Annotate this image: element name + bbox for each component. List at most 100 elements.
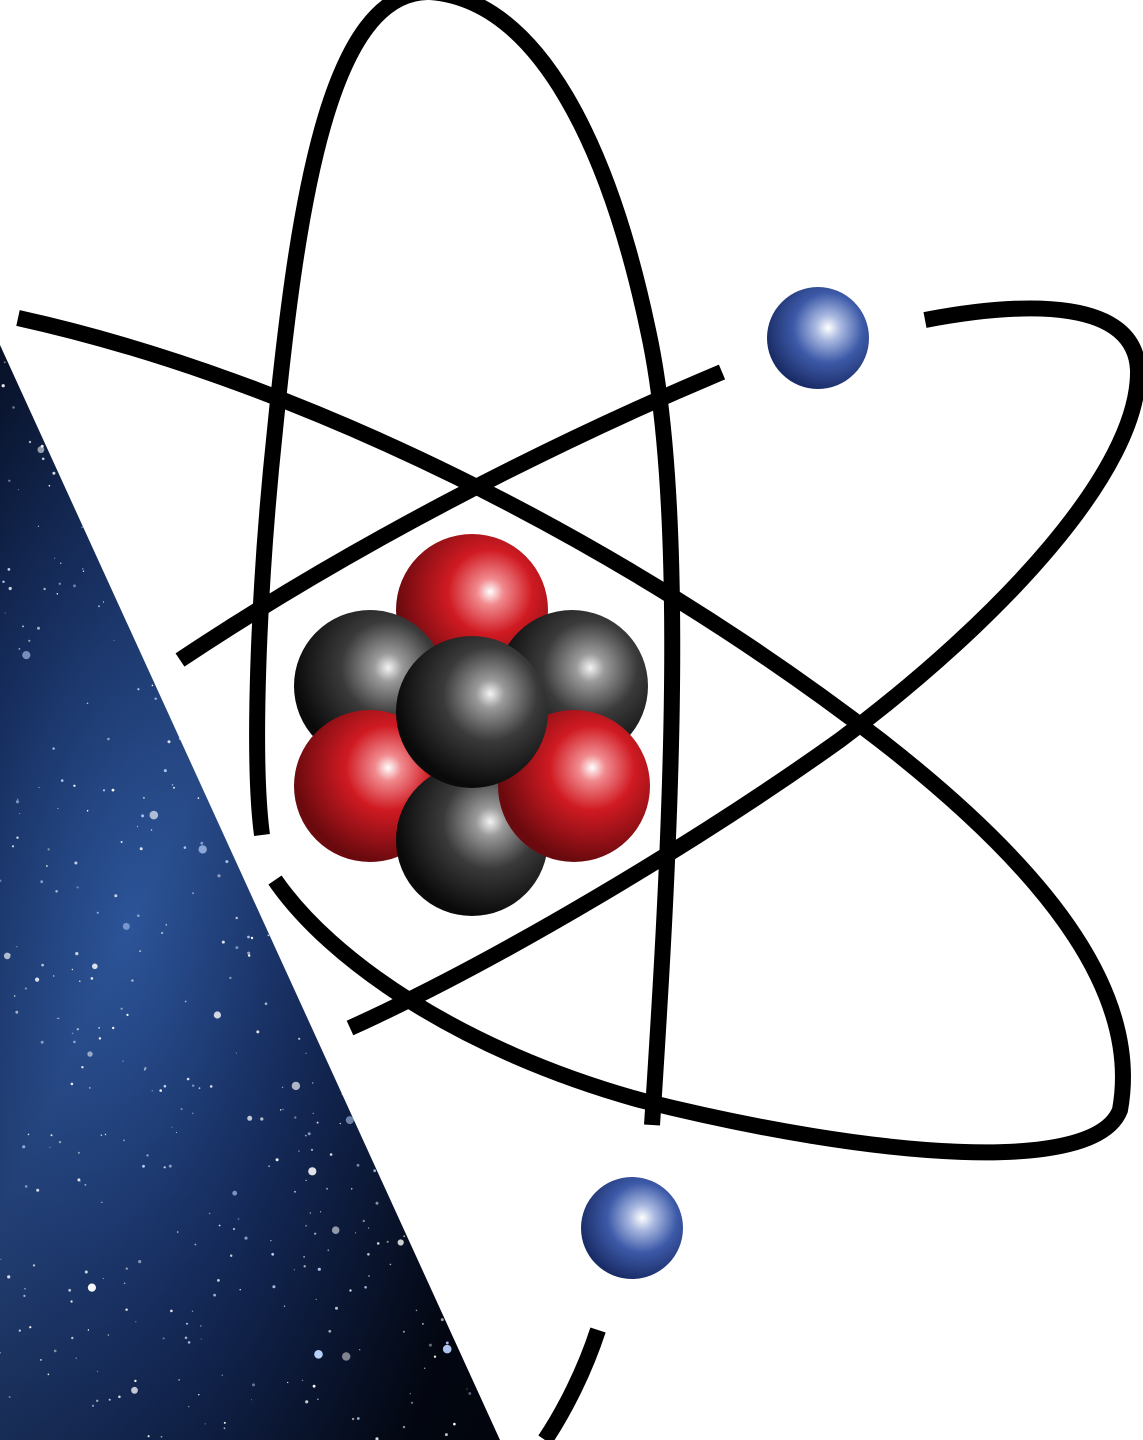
star: [192, 892, 194, 894]
star: [38, 787, 39, 788]
star: [101, 1202, 102, 1203]
star: [419, 904, 421, 906]
star: [112, 1027, 114, 1029]
star: [145, 427, 146, 428]
star: [255, 897, 257, 899]
star: [164, 1166, 166, 1168]
star: [22, 651, 30, 659]
star: [308, 1167, 316, 1175]
star: [422, 1323, 424, 1325]
star: [41, 362, 43, 364]
star: [244, 1237, 247, 1240]
star: [71, 1300, 73, 1302]
star: [295, 447, 302, 454]
star: [52, 472, 55, 475]
star: [38, 526, 39, 527]
star: [272, 1285, 275, 1288]
star: [187, 1078, 190, 1081]
star: [447, 1209, 449, 1211]
star: [369, 510, 372, 513]
star: [28, 640, 30, 642]
star: [222, 522, 224, 524]
star: [178, 1379, 180, 1381]
star: [277, 721, 279, 723]
star: [292, 1082, 300, 1090]
star: [292, 939, 294, 941]
star: [252, 1383, 255, 1386]
star: [312, 1082, 314, 1084]
star: [199, 773, 200, 774]
star: [455, 952, 456, 953]
star: [4, 361, 6, 363]
star: [179, 717, 182, 720]
star: [320, 1211, 321, 1212]
star: [82, 527, 83, 528]
star: [355, 870, 356, 871]
star: [87, 810, 89, 812]
star: [308, 1132, 311, 1135]
star: [367, 1253, 370, 1256]
star: [286, 766, 289, 769]
star: [368, 1227, 369, 1228]
star: [313, 1113, 314, 1114]
star: [455, 1279, 457, 1281]
star: [376, 1080, 378, 1082]
star: [461, 1096, 463, 1098]
star: [240, 394, 243, 397]
star: [148, 492, 153, 497]
star: [416, 1310, 418, 1312]
star: [33, 1264, 35, 1266]
star: [278, 632, 280, 634]
star: [150, 640, 151, 641]
star: [247, 952, 250, 955]
star: [328, 1330, 331, 1333]
star: [45, 412, 47, 414]
star: [367, 526, 369, 528]
star: [161, 932, 163, 934]
star: [23, 1295, 25, 1297]
star: [497, 934, 499, 936]
star: [404, 1090, 407, 1093]
star: [12, 845, 14, 847]
star: [436, 1048, 438, 1050]
star: [328, 878, 330, 880]
star: [184, 686, 185, 687]
star: [441, 354, 444, 357]
star: [19, 813, 20, 814]
star: [140, 847, 143, 850]
star: [284, 494, 291, 501]
star: [71, 1083, 74, 1086]
star: [22, 625, 24, 627]
star: [241, 545, 244, 548]
star: [304, 420, 306, 422]
star: [372, 608, 374, 610]
star: [153, 399, 155, 401]
star: [468, 455, 469, 456]
star: [399, 931, 400, 932]
star: [488, 463, 490, 465]
star: [434, 1356, 436, 1358]
star: [335, 1016, 338, 1019]
star: [98, 372, 100, 374]
star: [170, 1310, 173, 1313]
star: [366, 905, 369, 908]
star: [99, 1037, 101, 1039]
star: [172, 784, 173, 785]
star: [33, 367, 35, 369]
star: [251, 1399, 252, 1400]
star: [87, 703, 89, 705]
star: [185, 1001, 187, 1003]
star: [126, 1268, 128, 1270]
star: [120, 491, 122, 493]
star: [453, 1423, 456, 1426]
star: [54, 380, 55, 381]
star: [314, 1350, 323, 1359]
star: [403, 1426, 405, 1428]
star: [308, 471, 311, 474]
star: [395, 907, 398, 910]
star: [332, 1226, 340, 1234]
star: [92, 1405, 94, 1407]
star: [77, 1028, 79, 1030]
star: [386, 973, 389, 976]
star: [457, 1144, 460, 1147]
